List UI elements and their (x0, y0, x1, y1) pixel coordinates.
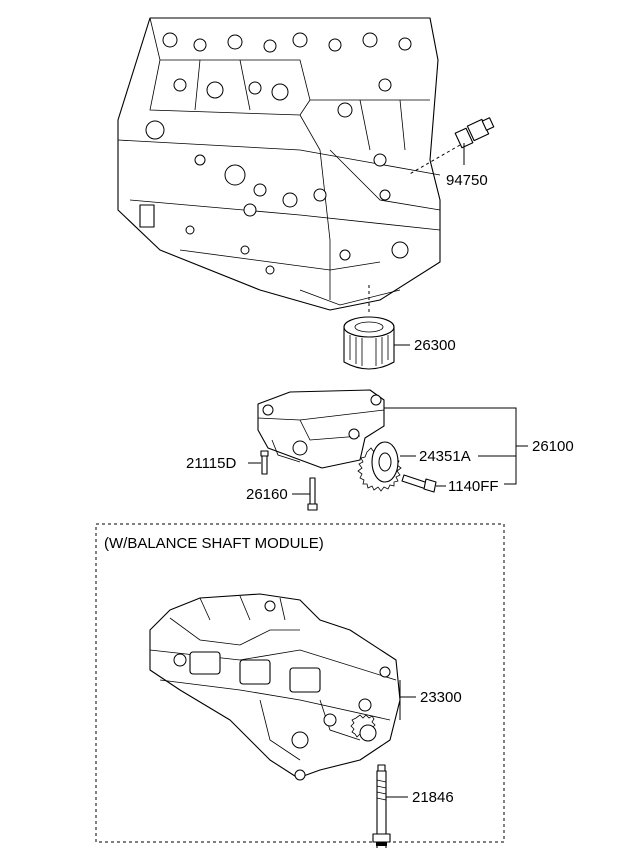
balance-shaft-module-illustration (149, 593, 401, 781)
bolt-21846-illustration (372, 764, 391, 848)
oil-filter-illustration (343, 285, 395, 370)
part-number-21115d: 21115D (186, 455, 236, 472)
part-number-94750: 94750 (446, 172, 488, 189)
part-number-26160: 26160 (246, 486, 288, 503)
module-caption: (W/BALANCE SHAFT MODULE) (104, 535, 324, 552)
bolt-1140ff-illustration (401, 474, 437, 493)
engine-block-illustration (117, 17, 441, 311)
part-number-24351a: 24351A (419, 448, 471, 465)
balance-shaft-module-box (95, 523, 505, 843)
part-number-21846: 21846 (412, 789, 454, 806)
part-number-26300: 26300 (414, 337, 456, 354)
oil-pressure-switch-illustration (407, 117, 495, 176)
part-number-26100: 26100 (532, 438, 574, 455)
sprocket-illustration (357, 441, 402, 492)
part-number-23300: 23300 (420, 689, 462, 706)
bolt-26160-illustration (307, 477, 318, 511)
bolt-21115d-illustration (260, 450, 269, 475)
part-number-1140ff: 1140FF (448, 478, 499, 495)
oil-pump-illustration (257, 389, 385, 469)
